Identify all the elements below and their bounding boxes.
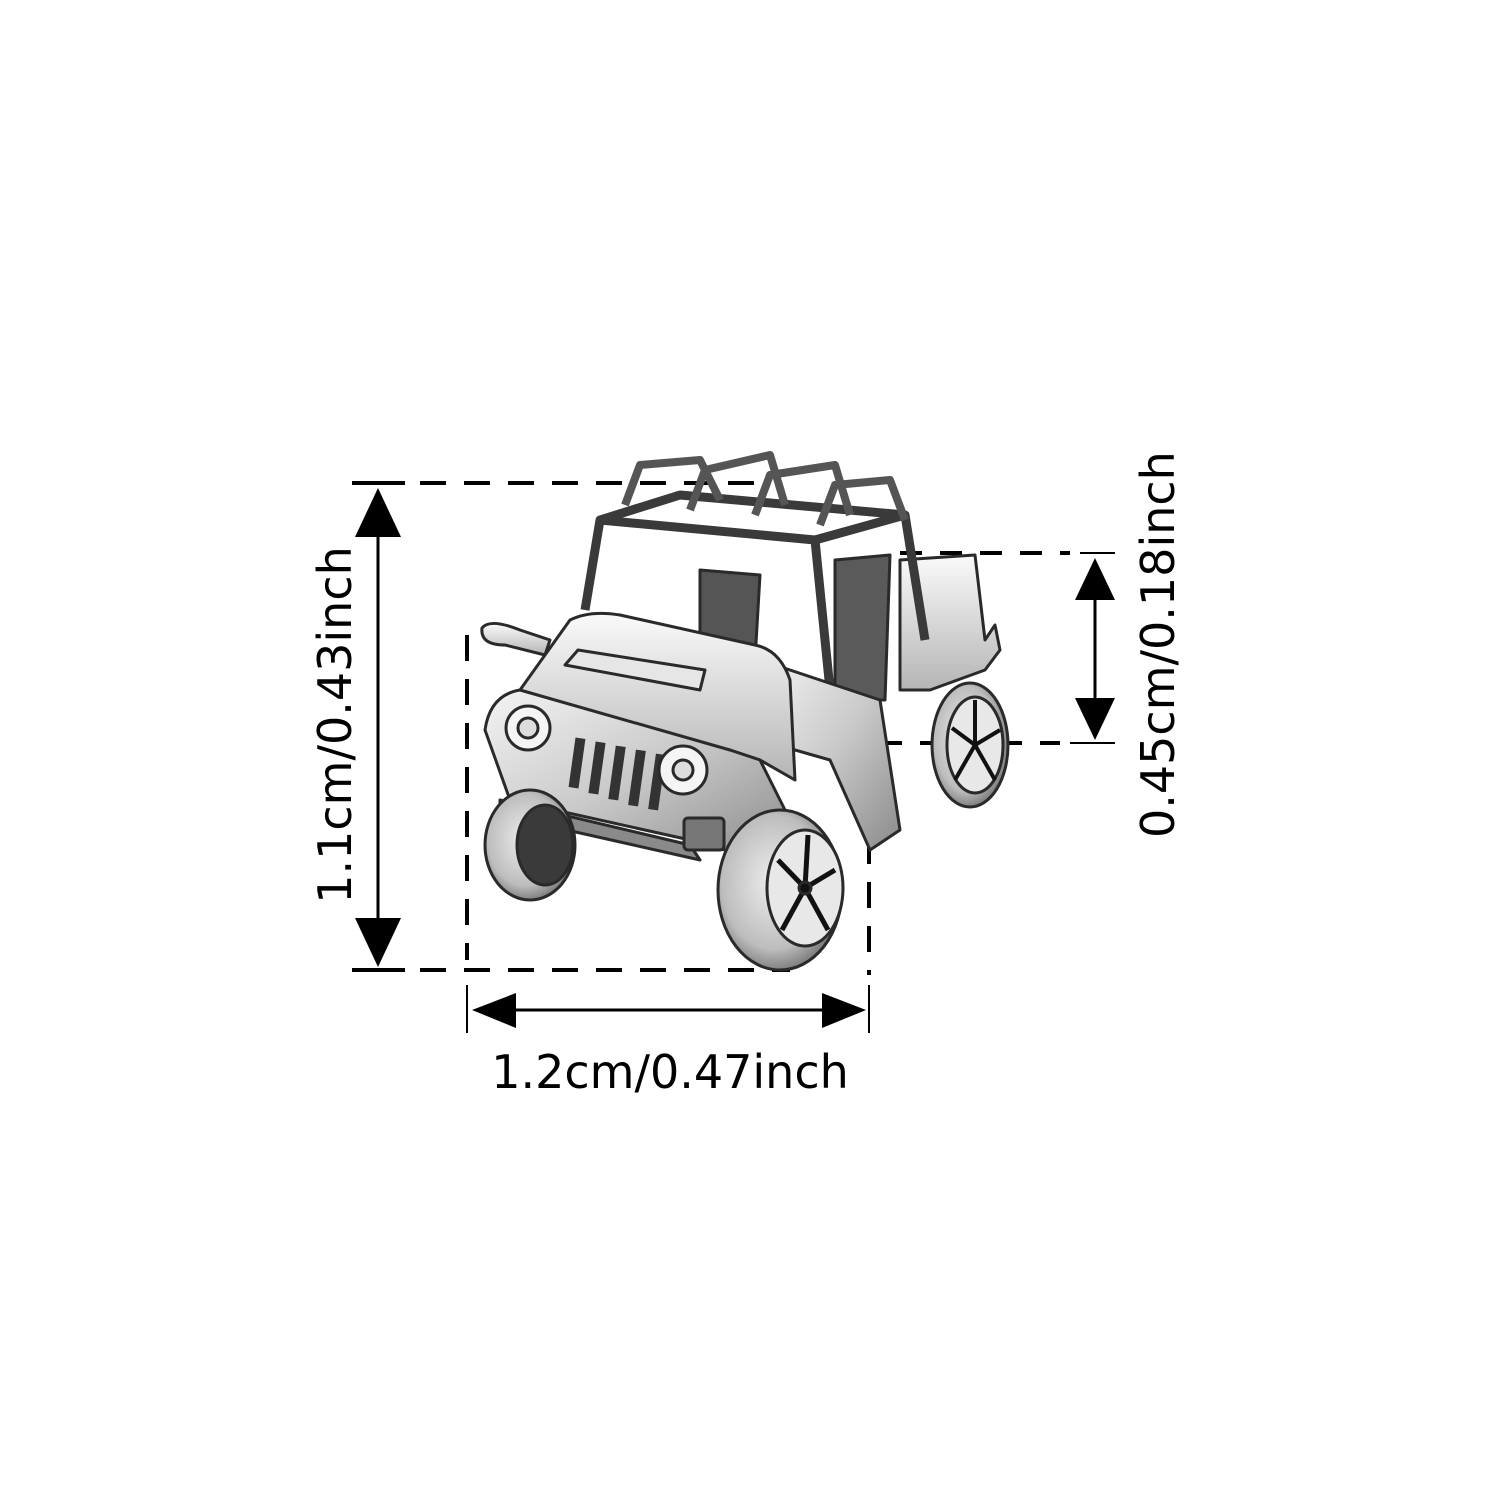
rear-wheel — [930, 681, 1010, 809]
height-dimension-label: 1.1cm/0.43inch — [308, 546, 362, 904]
width-arrow — [472, 993, 866, 1028]
width-dimension-label: 1.2cm/0.47inch — [491, 1045, 849, 1099]
front-left-wheel — [483, 788, 577, 902]
roof-rack — [621, 451, 909, 527]
width-guides — [465, 635, 871, 1033]
jeep-charm-image — [480, 451, 1010, 972]
height-arrow — [355, 488, 401, 967]
height-guides — [352, 481, 790, 972]
front-right-wheel — [716, 808, 845, 972]
wheel-height-arrow — [1075, 558, 1115, 740]
wheel-height-dimension-label: 0.45cm/0.18inch — [1131, 451, 1185, 838]
